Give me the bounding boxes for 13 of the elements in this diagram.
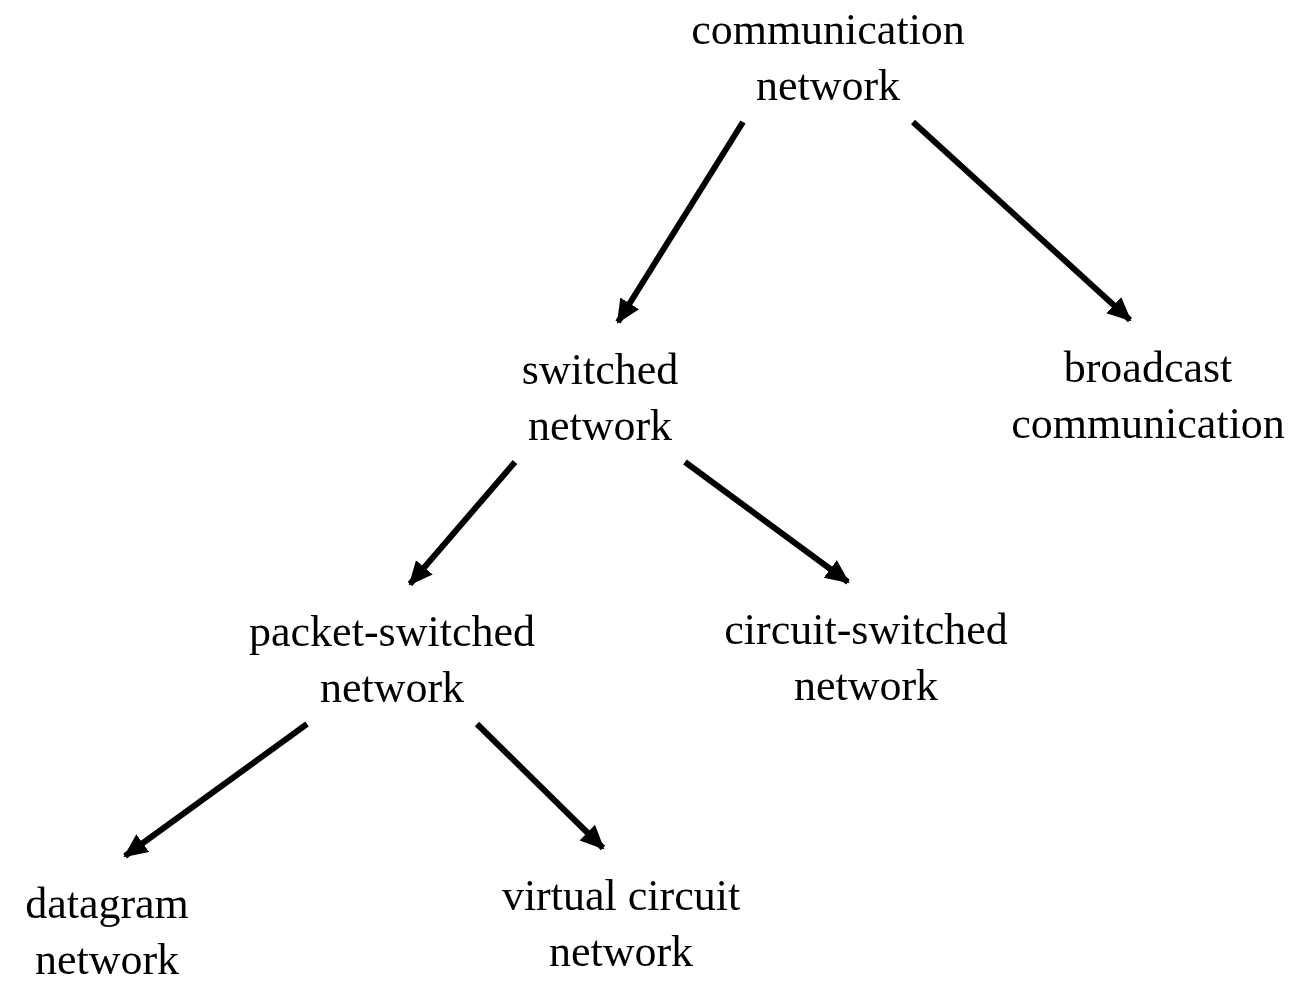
arrow [123,721,309,859]
node-label: circuit-switched network [723,604,1009,712]
arrow [615,120,746,324]
arrow [474,721,606,851]
node-label: datagram network [24,878,190,986]
arrow [407,460,518,586]
node-label: switched network [520,344,680,452]
node-label: broadcast communication [1010,342,1286,450]
node-label: packet-switched network [248,606,536,714]
node-label: communication network [690,4,966,112]
arrow [910,119,1133,323]
node-label: virtual circuit network [500,870,742,978]
arrow [683,459,850,585]
